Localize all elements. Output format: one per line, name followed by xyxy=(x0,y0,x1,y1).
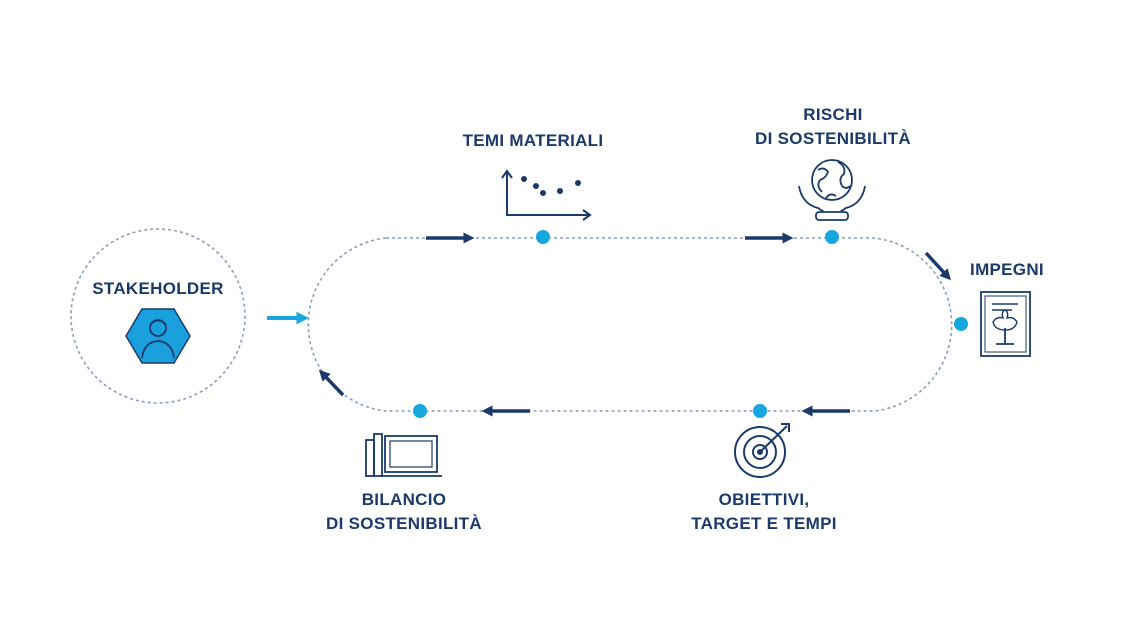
scatter-plot-icon xyxy=(501,169,592,221)
node-bilancio xyxy=(413,404,427,418)
laptop-report-icon xyxy=(365,433,442,477)
person-hexagon-icon xyxy=(125,308,191,364)
node-obiettivi xyxy=(753,404,767,418)
node-rischi xyxy=(825,230,839,244)
flow-arrow xyxy=(318,369,345,397)
globe-in-hands-icon xyxy=(798,159,866,221)
flow-arrow xyxy=(924,251,952,281)
label-temi-materiali: TEMI MATERIALI xyxy=(462,131,604,150)
target-icon xyxy=(734,423,790,478)
label-bilancio: BILANCIO DI SOSTENIBILITÀ xyxy=(326,490,482,533)
cycle-loop xyxy=(307,237,953,412)
certificate-tree-icon xyxy=(980,291,1031,357)
label-impegni: IMPEGNI xyxy=(970,260,1044,279)
label-rischi: RISCHI DI SOSTENIBILITÀ xyxy=(755,105,911,148)
stakeholder-circle xyxy=(70,228,246,404)
stakeholder-label: STAKEHOLDER xyxy=(92,279,224,298)
node-impegni xyxy=(954,317,968,331)
label-obiettivi: OBIETTIVI, TARGET E TEMPI xyxy=(691,490,837,533)
node-temi-materiali xyxy=(536,230,550,244)
